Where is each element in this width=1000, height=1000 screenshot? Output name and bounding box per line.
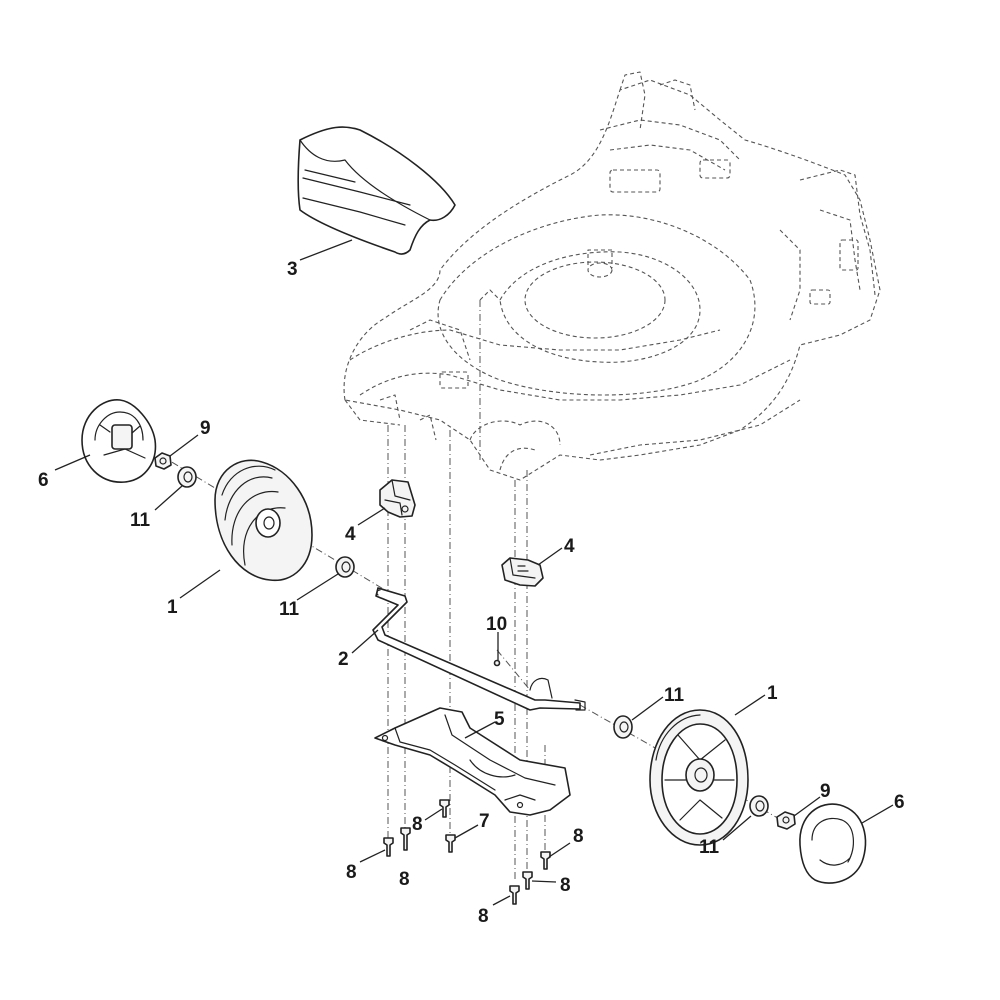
bushing-left-outer xyxy=(177,466,197,488)
bracket-upper xyxy=(379,479,416,518)
hub-cap-right xyxy=(799,803,867,884)
callout-8-b: 8 xyxy=(346,862,357,883)
callout-11-right-inner: 11 xyxy=(664,685,685,706)
callout-2: 2 xyxy=(338,649,349,670)
nut-right xyxy=(776,811,796,830)
screw-8-a xyxy=(439,799,450,818)
screw-8-f xyxy=(522,871,533,890)
callout-3: 3 xyxy=(287,259,298,280)
callout-4-lower: 4 xyxy=(564,536,575,557)
callout-6-right: 6 xyxy=(894,792,905,813)
spring-pin xyxy=(493,659,501,667)
wheel-left xyxy=(214,459,313,582)
callout-8-c: 8 xyxy=(399,869,410,890)
bushing-right-outer xyxy=(749,795,769,817)
callout-9-left: 9 xyxy=(200,418,211,439)
callout-11-left-inner: 11 xyxy=(279,599,300,620)
skid-plate xyxy=(374,707,571,816)
nut-left xyxy=(154,452,172,470)
leader-lines xyxy=(54,239,894,906)
callout-8-f: 8 xyxy=(560,875,571,896)
mower-deck-housing xyxy=(343,71,881,481)
bracket-lower xyxy=(501,557,544,587)
callout-1-right: 1 xyxy=(767,683,778,704)
screw-8-c xyxy=(400,827,411,851)
callout-8-e: 8 xyxy=(478,906,489,927)
callout-8-a: 8 xyxy=(412,814,423,835)
callout-10: 10 xyxy=(486,614,507,635)
callout-labels: 3 6 9 11 1 11 4 4 2 10 5 11 1 9 6 11 7 8… xyxy=(38,259,905,927)
screw-7 xyxy=(445,834,456,853)
callout-6-left: 6 xyxy=(38,470,49,491)
callout-1-left: 1 xyxy=(167,597,178,618)
callout-11-right-outer: 11 xyxy=(699,837,720,858)
front-cover xyxy=(297,126,456,255)
callout-9-right: 9 xyxy=(820,781,831,802)
callout-4-upper: 4 xyxy=(345,524,356,545)
callout-11-left-outer: 11 xyxy=(130,510,151,531)
screw-8-d xyxy=(540,851,551,870)
hub-cap-left xyxy=(81,399,157,483)
wheel-right xyxy=(649,709,749,846)
callout-7: 7 xyxy=(479,811,490,832)
bushing-right-inner xyxy=(613,715,633,739)
screw-8-e xyxy=(509,885,520,905)
bushing-left-inner xyxy=(335,556,355,578)
callout-5: 5 xyxy=(494,709,505,730)
screw-8-b xyxy=(383,837,394,857)
callout-8-d: 8 xyxy=(573,826,584,847)
front-axle xyxy=(372,587,586,711)
